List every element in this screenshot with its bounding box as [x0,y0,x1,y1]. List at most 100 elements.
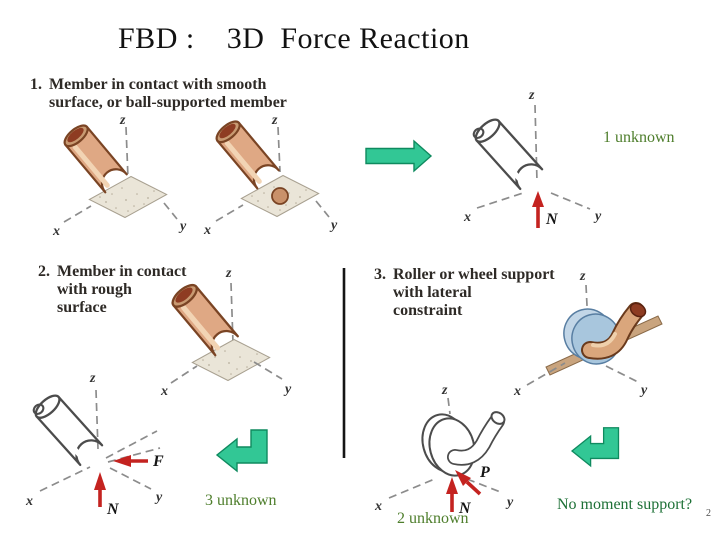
section-3-line3: constraint [393,302,463,320]
y-axis [253,361,283,380]
z-axis [447,397,451,415]
diagram-rough-surface: z x y [160,266,292,399]
axis-label-y: y [505,495,514,510]
x-axis [388,477,438,499]
x-axis [476,191,527,209]
section-1-number: 1. [30,76,42,93]
axis-label-x: x [374,499,382,514]
axis-label-x: x [203,223,211,238]
axis-label-y: y [329,218,338,233]
diagram-ball-supported: z x y [203,113,338,238]
plane-edge-dash [107,447,161,463]
x-axis [39,466,91,492]
z-axis [95,389,99,450]
normal-force-arrowhead [532,191,544,207]
force-label-f: F [152,453,164,470]
elbow-left-arrow-icon [571,427,620,467]
force-label-n: N [106,501,120,518]
y-axis [315,200,330,218]
label-3-unknown: 3 unknown [205,492,277,509]
axis-label-x: x [52,224,60,239]
fbd-roller: z x y N P [374,383,514,517]
fbd-rough: z x y F N [25,371,164,518]
axis-label-x: x [463,210,471,225]
x-axis [215,204,244,222]
axis-label-y: y [178,219,187,234]
section-2-line1: Member in contact [57,263,187,280]
section-3-heading: 3. Roller or wheel support with lateral … [374,266,555,320]
surface-plate [191,339,271,381]
pipe-highlight [591,332,617,348]
axis-label-z: z [89,371,96,386]
force-label-n: N [458,500,472,517]
axis-label-z: z [441,383,448,398]
z-axis [585,284,589,327]
pipe-body [448,414,504,464]
axis-label-y: y [639,383,648,398]
x-axis [63,205,92,223]
member-outline [470,112,543,191]
y-axis [466,478,504,494]
force-label-n: N [545,211,559,228]
z-axis [125,126,129,179]
section-1-text: Member in contact with smooth surface, o… [49,76,287,112]
page-title: FBD : 3D Force Reaction [118,22,470,55]
z-axis [534,104,538,183]
section-1-line1: Member in contact with smooth [49,76,267,93]
x-axis [170,365,198,384]
section-2-line2: with rough [57,281,132,299]
axis-label-x: x [160,384,168,399]
page-number: 2 [706,508,711,519]
axis-label-z: z [119,113,126,128]
section-2-number: 2. [38,263,50,280]
plane-edge-dash [105,430,158,459]
axis-label-x: x [25,494,33,509]
friction-force-arrowhead [113,455,131,467]
section-3-text: Roller or wheel support with lateral con… [393,266,555,320]
member-cylinder [212,116,279,189]
y-axis [550,192,591,210]
label-2-unknown: 2 unknown [397,510,469,527]
elbow-left-arrow-icon [216,429,268,472]
axis-label-z: z [579,269,586,284]
member-outline [30,388,103,467]
y-axis [109,467,152,490]
axis-label-y: y [593,209,602,224]
axis-label-y: y [154,490,163,505]
pipe-body [583,304,643,358]
section-2-text: Member in contact with rough surface [57,263,186,317]
normal-force-arrowhead [94,472,106,490]
pipe-opening [490,411,506,425]
section-1-line2: surface, or ball-supported member [49,94,287,112]
z-axis [230,282,234,344]
y-axis [605,365,639,383]
axis-label-z: z [225,266,232,281]
axis-label-y: y [283,382,292,397]
support-ball [271,187,289,205]
label-no-moment-support: No moment support? [557,496,693,513]
x-axis [526,362,566,386]
section-3-number: 3. [374,266,386,283]
z-axis [277,126,281,173]
member-cylinder [60,120,127,193]
section-3-line2: with lateral [393,284,472,302]
diagram-roller-wheel: z x y [513,269,663,399]
fbd-smooth: z x y N [463,88,602,228]
section-3-line1: Roller or wheel support [393,266,555,283]
diagram-smooth-surface: z x y [52,113,187,239]
axis-label-z: z [271,113,278,128]
y-axis [163,202,178,220]
lateral-force-arrow [465,480,482,496]
axis-label-x: x [513,384,521,399]
section-2-heading: 2. Member in contact with rough surface [38,263,186,317]
right-block-arrow-icon [365,139,433,173]
axis-label-z: z [528,88,535,103]
pipe-opening [629,302,647,318]
force-label-p: P [479,464,490,481]
normal-force-arrowhead [446,477,458,494]
section-2-line3: surface [57,299,107,317]
section-1-heading: 1. Member in contact with smooth surface… [30,76,287,112]
lateral-force-arrowhead [455,470,471,486]
